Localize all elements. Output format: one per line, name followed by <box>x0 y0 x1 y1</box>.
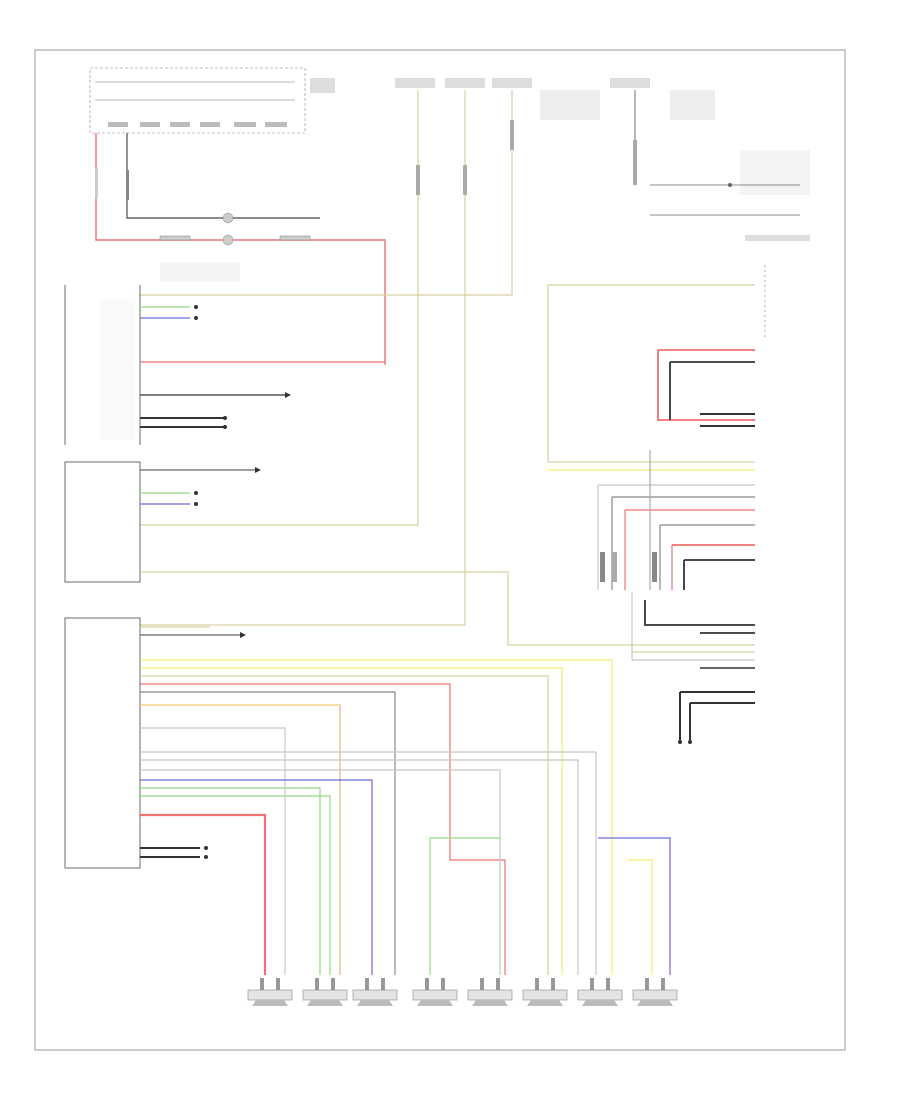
fuse-feed-wires <box>95 133 386 365</box>
speaker-8 <box>632 978 678 1006</box>
top-center-wires <box>140 90 637 626</box>
relay-cluster <box>159 212 311 246</box>
speaker-row <box>247 978 678 1006</box>
speaker-5 <box>467 978 513 1006</box>
speaker-4 <box>412 978 458 1006</box>
top-center-connectors <box>395 78 715 120</box>
speaker-7 <box>577 978 623 1006</box>
right-module <box>668 245 766 340</box>
top-right-module <box>650 150 810 241</box>
left-module-1 <box>64 262 240 445</box>
amplifier-wires <box>140 626 671 975</box>
amplifier-module <box>64 617 141 869</box>
speaker-3 <box>352 978 398 1006</box>
left-module-2 <box>64 461 141 583</box>
speaker-6 <box>522 978 568 1006</box>
speaker-2 <box>302 978 348 1006</box>
left-module-2-wires <box>140 467 632 646</box>
fuse-panel <box>89 67 335 134</box>
diagram-border <box>34 49 846 1051</box>
left-module-1-wires <box>140 305 385 429</box>
speaker-1 <box>247 978 293 1006</box>
right-module-wires <box>547 284 813 744</box>
